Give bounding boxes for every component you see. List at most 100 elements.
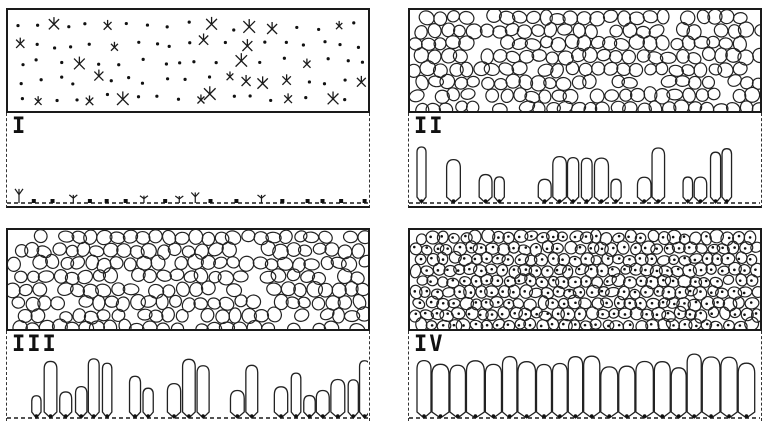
cell-outline bbox=[176, 309, 188, 322]
cell-foot bbox=[133, 414, 137, 418]
cell-nucleus bbox=[552, 279, 555, 282]
columnar-cell bbox=[568, 357, 582, 418]
cell-nucleus bbox=[672, 280, 675, 283]
cell-outline bbox=[611, 232, 625, 244]
cell-nucleus bbox=[530, 235, 533, 238]
columnar-cell bbox=[722, 149, 732, 203]
cell-outline bbox=[484, 10, 504, 25]
cell-nucleus bbox=[684, 323, 687, 326]
cell-dot bbox=[36, 24, 39, 27]
panel-I-top-svg bbox=[8, 10, 368, 111]
cell-dot bbox=[20, 82, 23, 85]
cell-nucleus bbox=[611, 268, 614, 271]
cell-nucleus bbox=[733, 246, 736, 249]
cell-foot bbox=[525, 414, 529, 418]
cell-nucleus bbox=[733, 269, 736, 272]
cell-nucleus bbox=[430, 301, 433, 304]
cell-nucleus bbox=[699, 312, 702, 315]
cell-outline bbox=[411, 297, 426, 311]
cell-outline bbox=[93, 295, 105, 310]
cell-nucleus bbox=[605, 302, 608, 305]
cell-nucleus bbox=[518, 258, 521, 261]
cell-nucleus bbox=[683, 235, 686, 238]
columnar-cell bbox=[417, 361, 431, 418]
cell-dot bbox=[361, 61, 364, 64]
cell-nucleus bbox=[452, 279, 455, 282]
cell-dot bbox=[183, 78, 186, 81]
cell-nucleus bbox=[419, 301, 422, 304]
cell-nucleus bbox=[490, 268, 493, 271]
cell-nucleus bbox=[512, 247, 515, 250]
cell-nucleus bbox=[650, 280, 653, 283]
cell-outline bbox=[722, 274, 734, 285]
cell-dot bbox=[88, 43, 91, 46]
cell-foot bbox=[452, 199, 456, 203]
cell-nucleus bbox=[568, 290, 571, 293]
cell-nucleus bbox=[749, 258, 752, 261]
panel-II: II bbox=[408, 8, 762, 208]
columnar-cell bbox=[654, 362, 670, 418]
cell-dot bbox=[283, 57, 286, 60]
cell-nucleus bbox=[485, 280, 488, 283]
cell-outline bbox=[494, 78, 507, 90]
sprout-mark bbox=[204, 86, 216, 100]
cell-nucleus bbox=[540, 325, 543, 328]
cell-nucleus bbox=[618, 257, 621, 260]
cell-nucleus bbox=[464, 235, 467, 238]
cell-foot bbox=[351, 414, 355, 418]
columnar-cell bbox=[88, 359, 99, 418]
cell-nucleus bbox=[501, 313, 504, 316]
cell-nucleus bbox=[644, 291, 647, 294]
cell-dot bbox=[60, 61, 63, 64]
cell-nucleus bbox=[750, 279, 753, 282]
cell-outline bbox=[539, 90, 552, 104]
columnar-cell bbox=[518, 362, 536, 418]
cell-nucleus bbox=[475, 323, 478, 326]
cell-nucleus bbox=[640, 280, 643, 283]
cell-dot bbox=[127, 76, 130, 79]
cell-nucleus bbox=[695, 325, 698, 328]
cell-foot bbox=[656, 199, 660, 203]
cell-nucleus bbox=[689, 313, 692, 316]
sprout-mark bbox=[282, 74, 290, 84]
cell-nucleus bbox=[710, 268, 713, 271]
cell-nucleus bbox=[662, 236, 665, 239]
cell-foot bbox=[474, 414, 478, 418]
cell-outline bbox=[49, 295, 66, 311]
cell-nucleus bbox=[710, 312, 713, 315]
cell-dot bbox=[156, 42, 159, 45]
cell-nucleus bbox=[508, 301, 511, 304]
cell-nucleus bbox=[574, 301, 577, 304]
columnar-cell bbox=[552, 363, 567, 418]
cell-foot bbox=[172, 414, 176, 418]
cell-nucleus bbox=[425, 246, 428, 249]
cell-nucleus bbox=[529, 280, 532, 283]
cell-outline bbox=[259, 270, 276, 284]
cell-nucleus bbox=[480, 246, 483, 249]
panel-III-side-svg bbox=[7, 331, 368, 421]
cell-dot bbox=[188, 41, 191, 44]
sprout-mark bbox=[69, 195, 77, 203]
cell-nucleus bbox=[446, 247, 449, 250]
cell-outline bbox=[246, 295, 261, 309]
cell-foot bbox=[558, 199, 562, 203]
cell-nucleus bbox=[497, 236, 500, 239]
cell-dot bbox=[302, 43, 305, 46]
cell-nucleus bbox=[694, 259, 697, 262]
cell-nucleus bbox=[446, 268, 449, 271]
columnar-cell bbox=[652, 148, 665, 203]
panel-IV: IV bbox=[408, 228, 762, 417]
cell-outline bbox=[496, 305, 510, 320]
cell-nucleus bbox=[426, 290, 429, 293]
cell-nucleus bbox=[535, 269, 538, 272]
cell-dot bbox=[192, 60, 195, 63]
cell-foot bbox=[614, 199, 618, 203]
cell-nucleus bbox=[607, 257, 610, 260]
cell-foot bbox=[92, 414, 96, 418]
cell-nucleus bbox=[721, 290, 724, 293]
sprout-stroke bbox=[144, 196, 148, 199]
cell-dot bbox=[106, 93, 109, 96]
cell-outline bbox=[530, 23, 545, 37]
cell-outline bbox=[433, 36, 448, 51]
cell-nucleus bbox=[705, 280, 708, 283]
